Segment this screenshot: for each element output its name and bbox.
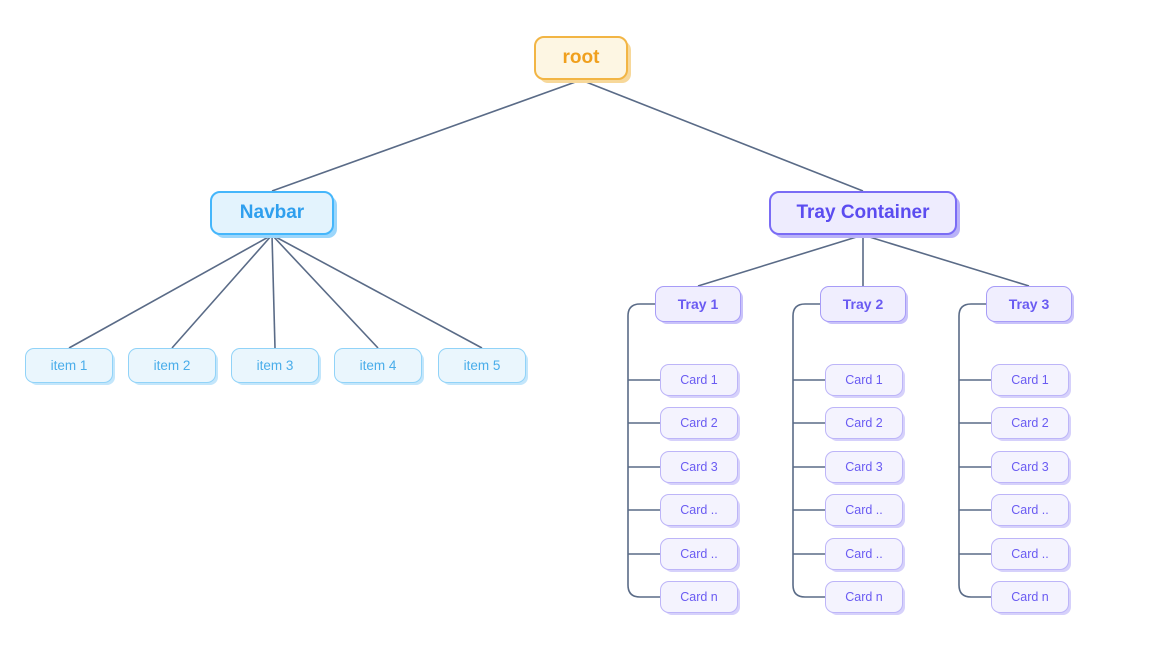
node-tray-3-card-4[interactable]: Card .. bbox=[991, 494, 1069, 526]
node-item-2[interactable]: item 2 bbox=[128, 348, 216, 383]
node-tray-3-card-3[interactable]: Card 3 bbox=[991, 451, 1069, 483]
node-tray-2-card-5[interactable]: Card .. bbox=[825, 538, 903, 570]
node-tray-2[interactable]: Tray 2 bbox=[820, 286, 906, 322]
edge-tray-container-tray-1 bbox=[697, 234, 864, 287]
node-item-3[interactable]: item 3 bbox=[231, 348, 319, 383]
node-tray-2-card-3[interactable]: Card 3 bbox=[825, 451, 903, 483]
edge-tray-1-spine bbox=[627, 303, 660, 598]
edge-tray-container-tray-3 bbox=[862, 234, 1030, 287]
node-tray-3-label: Tray 3 bbox=[1008, 296, 1050, 312]
node-tray-1-card-3-label: Card 3 bbox=[680, 460, 718, 474]
node-tray-2-card-6-label: Card n bbox=[845, 590, 883, 604]
node-tray-2-card-5-label: Card .. bbox=[845, 547, 883, 561]
node-tray-3-card-6[interactable]: Card n bbox=[991, 581, 1069, 613]
node-tray-1-card-4-label: Card .. bbox=[680, 503, 718, 517]
node-item-1-label: item 1 bbox=[50, 358, 88, 373]
node-tray-1-card-5-label: Card .. bbox=[680, 547, 718, 561]
node-item-5[interactable]: item 5 bbox=[438, 348, 526, 383]
node-tray-2-card-3-label: Card 3 bbox=[845, 460, 883, 474]
node-tray-3-card-2-label: Card 2 bbox=[1011, 416, 1049, 430]
node-tray-2-card-1[interactable]: Card 1 bbox=[825, 364, 903, 396]
edge-navbar-item-5 bbox=[271, 234, 483, 349]
edge-root-tray-container bbox=[580, 79, 864, 192]
node-tray-3-card-1[interactable]: Card 1 bbox=[991, 364, 1069, 396]
node-tray-container[interactable]: Tray Container bbox=[769, 191, 957, 235]
node-tray-2-card-2-label: Card 2 bbox=[845, 416, 883, 430]
node-tray-3[interactable]: Tray 3 bbox=[986, 286, 1072, 322]
node-tray-3-card-2[interactable]: Card 2 bbox=[991, 407, 1069, 439]
node-tray-1[interactable]: Tray 1 bbox=[655, 286, 741, 322]
node-tray-1-card-6-label: Card n bbox=[680, 590, 718, 604]
node-tray-3-card-4-label: Card .. bbox=[1011, 503, 1049, 517]
edge-navbar-item-4 bbox=[271, 234, 379, 349]
node-tray-1-card-6[interactable]: Card n bbox=[660, 581, 738, 613]
node-tray-2-card-6[interactable]: Card n bbox=[825, 581, 903, 613]
node-tray-1-card-2-label: Card 2 bbox=[680, 416, 718, 430]
node-root-label: root bbox=[562, 47, 600, 68]
node-tray-1-card-5[interactable]: Card .. bbox=[660, 538, 738, 570]
node-root[interactable]: root bbox=[534, 36, 628, 80]
node-tray-3-card-1-label: Card 1 bbox=[1011, 373, 1049, 387]
node-tray-2-card-1-label: Card 1 bbox=[845, 373, 883, 387]
edge-tray-2-spine bbox=[792, 303, 825, 598]
node-tray-2-card-4[interactable]: Card .. bbox=[825, 494, 903, 526]
node-item-4[interactable]: item 4 bbox=[334, 348, 422, 383]
node-tray-1-card-1[interactable]: Card 1 bbox=[660, 364, 738, 396]
edge-tray-3-spine bbox=[958, 303, 991, 598]
node-tray-2-card-4-label: Card .. bbox=[845, 503, 883, 517]
node-item-4-label: item 4 bbox=[359, 358, 397, 373]
node-tray-2-label: Tray 2 bbox=[842, 296, 884, 312]
node-tray-1-label: Tray 1 bbox=[677, 296, 719, 312]
node-tray-3-card-5[interactable]: Card .. bbox=[991, 538, 1069, 570]
edge-navbar-item-3 bbox=[271, 234, 276, 349]
node-item-2-label: item 2 bbox=[153, 358, 191, 373]
node-tray-1-card-2[interactable]: Card 2 bbox=[660, 407, 738, 439]
node-tray-2-card-2[interactable]: Card 2 bbox=[825, 407, 903, 439]
node-tray-3-card-6-label: Card n bbox=[1011, 590, 1049, 604]
edge-navbar-item-1 bbox=[68, 234, 273, 349]
node-item-3-label: item 3 bbox=[256, 358, 294, 373]
edge-root-navbar bbox=[271, 79, 582, 192]
node-tray-container-label: Tray Container bbox=[796, 202, 930, 223]
node-tray-1-card-3[interactable]: Card 3 bbox=[660, 451, 738, 483]
node-tray-3-card-3-label: Card 3 bbox=[1011, 460, 1049, 474]
edge-navbar-item-2 bbox=[171, 234, 273, 349]
node-tray-3-card-5-label: Card .. bbox=[1011, 547, 1049, 561]
node-tray-1-card-4[interactable]: Card .. bbox=[660, 494, 738, 526]
node-item-5-label: item 5 bbox=[463, 358, 501, 373]
node-item-1[interactable]: item 1 bbox=[25, 348, 113, 383]
node-navbar-label: Navbar bbox=[239, 202, 305, 223]
node-navbar[interactable]: Navbar bbox=[210, 191, 334, 235]
node-tray-1-card-1-label: Card 1 bbox=[680, 373, 718, 387]
